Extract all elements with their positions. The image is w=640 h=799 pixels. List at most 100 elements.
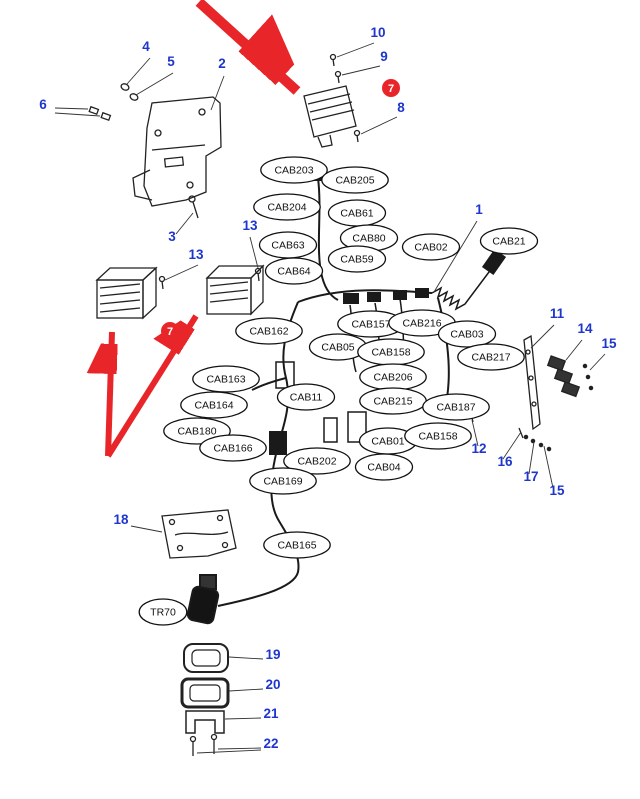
svg-text:CAB64: CAB64 (277, 266, 310, 278)
svg-text:CAB158: CAB158 (371, 347, 410, 359)
part-label-cab61-3: CAB61 (327, 199, 387, 227)
part-label-cab164-21: CAB164 (180, 391, 248, 419)
callout-5-1: 5 (167, 54, 175, 69)
part-label-tr70-31: TR70 (138, 598, 188, 626)
control-box-right (205, 264, 265, 316)
part-label-cab02-7: CAB02 (401, 233, 461, 261)
part-label-cab04-28: CAB04 (354, 453, 414, 481)
part-label-cab215-19: CAB215 (359, 387, 427, 415)
svg-text:7: 7 (167, 326, 173, 338)
svg-text:CAB203: CAB203 (274, 165, 313, 177)
callout-16-15: 16 (497, 454, 513, 469)
callout-15-13: 15 (601, 336, 617, 351)
svg-text:CAB166: CAB166 (213, 443, 252, 455)
screw-13-right (254, 267, 262, 282)
callout-12-14: 12 (471, 441, 486, 456)
svg-text:CAB205: CAB205 (335, 175, 374, 187)
part-label-cab205-1: CAB205 (321, 166, 389, 194)
callout-10-4: 10 (370, 25, 385, 40)
part-label-cab217-16: CAB217 (457, 343, 525, 371)
red-arrow-top (195, 0, 297, 95)
callout-14-12: 14 (577, 321, 593, 336)
mounting-bracket-assembly (88, 83, 222, 219)
part-label-cab158-15: CAB158 (357, 338, 425, 366)
svg-text:CAB165: CAB165 (277, 540, 316, 552)
svg-text:CAB63: CAB63 (271, 240, 304, 252)
spacer-6a (88, 105, 100, 116)
control-boxes (95, 264, 265, 320)
svg-text:CAB05: CAB05 (321, 342, 354, 354)
gasket-20 (180, 677, 230, 709)
svg-text:TR70: TR70 (150, 607, 176, 619)
svg-text:CAB217: CAB217 (471, 352, 510, 364)
callout-4-0: 4 (142, 39, 150, 54)
callout-15-17: 15 (549, 483, 565, 498)
svg-text:CAB204: CAB204 (267, 202, 306, 214)
part-label-cab163-18: CAB163 (192, 365, 260, 393)
screw-10 (329, 53, 337, 67)
svg-text:CAB21: CAB21 (492, 236, 525, 248)
relay-14b (553, 368, 574, 385)
callout-22-22: 22 (263, 736, 278, 751)
svg-text:CAB187: CAB187 (436, 402, 475, 414)
floor-panel (161, 509, 237, 559)
part-label-cab169-29: CAB169 (249, 467, 317, 495)
side-bracket-assembly (466, 334, 594, 452)
part-label-cab21-8: CAB21 (479, 227, 539, 255)
part-label-cab05-14: CAB05 (308, 333, 368, 361)
gasket-19 (183, 643, 229, 673)
callout-2-2: 2 (218, 56, 226, 71)
svg-text:CAB163: CAB163 (206, 374, 245, 386)
fuse-holder-2 (323, 417, 338, 443)
callout-1-10: 1 (475, 202, 483, 217)
part-label-cab202-27: CAB202 (283, 447, 351, 475)
part-label-cab59-6: CAB59 (327, 245, 387, 273)
part-label-cab162-10: CAB162 (235, 317, 303, 345)
part-label-cab11-20: CAB11 (276, 383, 336, 411)
part-label-cab158-26: CAB158 (404, 422, 472, 450)
screw-16 (518, 427, 524, 439)
connector-trunk-3 (393, 290, 407, 300)
callout-6-3: 6 (39, 97, 47, 112)
part-label-cab01-25: CAB01 (358, 427, 418, 455)
part-label-cab64-9: CAB64 (264, 257, 324, 285)
part-label-cab204-2: CAB204 (253, 193, 321, 221)
callout-13-9: 13 (188, 247, 204, 262)
screw-9 (334, 70, 342, 84)
part-label-cab80-4: CAB80 (339, 224, 399, 252)
screws-22 (189, 733, 218, 756)
callout-20-20: 20 (265, 677, 280, 692)
part-label-cab03-13: CAB03 (437, 320, 497, 348)
svg-text:CAB164: CAB164 (194, 400, 233, 412)
fuse-holder-1 (347, 411, 367, 443)
spacer-6b (100, 111, 112, 122)
svg-text:CAB180: CAB180 (177, 426, 216, 438)
svg-text:CAB157: CAB157 (351, 319, 390, 331)
side-bracket-11 (523, 334, 541, 431)
callout-18-18: 18 (113, 512, 129, 527)
relay-14c (560, 381, 581, 398)
svg-text:7: 7 (388, 83, 394, 95)
callout-19-19: 19 (265, 647, 280, 662)
callout-8-6: 8 (397, 100, 405, 115)
part-label-cab187-22: CAB187 (422, 393, 490, 421)
part-label-cab157-11: CAB157 (337, 310, 405, 338)
connector-trunk-2 (367, 292, 381, 302)
red-arrows (108, 0, 297, 458)
svg-text:CAB206: CAB206 (373, 372, 412, 384)
connector-stack (180, 643, 230, 756)
svg-text:CAB04: CAB04 (367, 462, 400, 474)
relay-14a (546, 355, 567, 372)
svg-text:CAB80: CAB80 (352, 233, 385, 245)
svg-text:CAB216: CAB216 (402, 318, 441, 330)
svg-text:CAB61: CAB61 (340, 208, 373, 220)
callout-9-5: 9 (380, 49, 388, 64)
bolt-3 (188, 195, 199, 219)
svg-text:CAB169: CAB169 (263, 476, 302, 488)
svg-text:CAB03: CAB03 (450, 329, 483, 341)
tr70-connector-body (186, 585, 220, 625)
callout-21-21: 21 (263, 706, 279, 721)
callout-11-11: 11 (550, 306, 565, 321)
connector-trunk-1 (343, 293, 359, 304)
badge-7-0: 7 (382, 79, 400, 97)
